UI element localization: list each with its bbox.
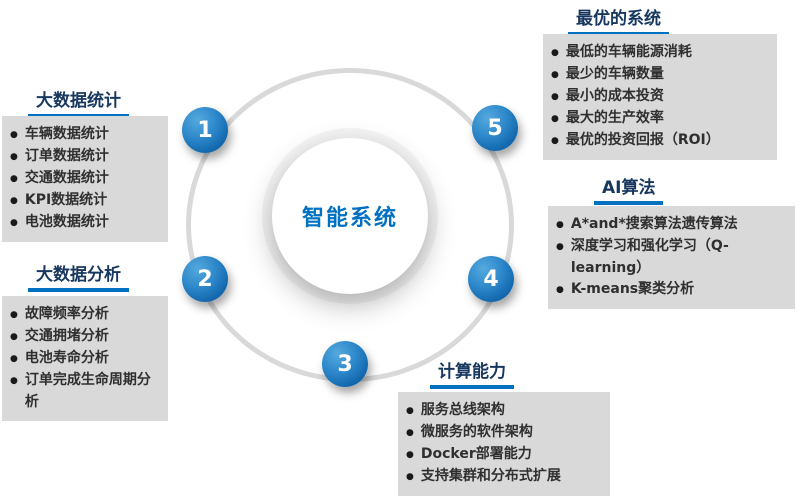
item-label: 服务总线架构 (420, 402, 505, 418)
section-list-big-data-analysis: ● 故障频率分析 ● 交通拥堵分析 ● 电池寿命分析 ● 订单完成生命周期分析 (2, 296, 168, 422)
section-title-ai-algorithms: AI算法 (594, 173, 664, 205)
item-label: 最小的成本投资 (565, 88, 664, 104)
list-item: ● K-means聚类分析 (556, 279, 787, 301)
list-item: ● 交通拥堵分析 (10, 326, 160, 348)
list-item: ● 最大的生产效率 (551, 108, 769, 130)
list-item: ● 最优的投资回报（ROI） (551, 130, 769, 152)
bullet-icon: ● (406, 428, 414, 438)
section-list-big-data-statistics: ● 车辆数据统计 ● 订单数据统计 ● 交通数据统计 ● KPI数据统计 ● 电池数据统计 (2, 116, 168, 242)
step-circle-5: 5 (472, 105, 518, 151)
section-title-optimal-system: 最优的系统 (568, 4, 669, 36)
bullet-icon: ● (10, 130, 18, 140)
list-item: ● 最小的成本投资 (551, 86, 769, 108)
list-item: ● 深度学习和强化学习（Q-learning） (556, 236, 787, 279)
item-label: 电池数据统计 (24, 214, 109, 230)
item-label: 交通拥堵分析 (24, 328, 109, 344)
section-title-computing-power: 计算能力 (430, 357, 514, 389)
bullet-icon: ● (551, 48, 559, 58)
bullet-icon: ● (551, 114, 559, 124)
step-number-1: 1 (197, 117, 213, 143)
list-item: ● A*and*搜索算法遗传算法 (556, 214, 787, 236)
step-number-2: 2 (197, 266, 213, 292)
bullet-icon: ● (406, 450, 414, 460)
list-item: ● Docker部署能力 (406, 444, 602, 466)
bullet-icon: ● (406, 406, 414, 416)
item-label: 支持集群和分布式扩展 (420, 468, 561, 484)
list-item: ● 最低的车辆能源消耗 (551, 42, 769, 64)
bullet-icon: ● (551, 92, 559, 102)
item-label: 电池寿命分析 (24, 350, 109, 366)
item-label: Docker部署能力 (420, 446, 532, 462)
step-circle-4: 4 (468, 256, 514, 302)
bullet-icon: ● (10, 310, 18, 320)
list-item: ● 交通数据统计 (10, 168, 160, 190)
section-title-big-data-analysis: 大数据分析 (28, 260, 129, 292)
item-label: 车辆数据统计 (24, 126, 109, 142)
item-label: 微服务的软件架构 (420, 424, 533, 440)
item-label: 交通数据统计 (24, 170, 109, 186)
list-item: ● 电池寿命分析 (10, 348, 160, 370)
item-label: 订单完成生命周期分析 (24, 372, 151, 410)
list-item: ● 微服务的软件架构 (406, 422, 602, 444)
list-item: ● 电池数据统计 (10, 212, 160, 234)
bullet-icon: ● (10, 376, 18, 386)
section-list-ai-algorithms: ● A*and*搜索算法遗传算法 ● 深度学习和强化学习（Q-learning） ● K-… (548, 206, 795, 310)
step-number-3: 3 (337, 351, 353, 377)
bullet-icon: ● (551, 136, 559, 146)
item-label: KPI数据统计 (24, 192, 108, 208)
list-item: ● 最少的车辆数量 (551, 64, 769, 86)
item-label: 订单数据统计 (24, 148, 109, 164)
step-circle-2: 2 (182, 256, 228, 302)
step-circle-1: 1 (182, 107, 228, 153)
item-label: 最大的生产效率 (565, 110, 664, 126)
item-label: K-means聚类分析 (570, 281, 695, 298)
section-list-optimal-system: ● 最低的车辆能源消耗 ● 最少的车辆数量 ● 最小的成本投资 ● 最大的生产效率 ● 最优的投资… (543, 34, 777, 160)
bullet-icon: ● (10, 332, 18, 342)
center-label: 智能系统 (301, 206, 398, 231)
bullet-icon: ● (406, 472, 414, 482)
bullet-icon: ● (556, 220, 564, 230)
step-number-4: 4 (483, 266, 499, 292)
list-item: ● 车辆数据统计 (10, 124, 160, 146)
bullet-icon: ● (556, 242, 564, 252)
section-title-big-data-statistics: 大数据统计 (28, 86, 129, 118)
list-item: ● 支持集群和分布式扩展 (406, 466, 602, 488)
item-label: 最低的车辆能源消耗 (565, 44, 692, 60)
list-item: ● 订单完成生命周期分析 (10, 370, 160, 413)
item-label: 最优的投资回报（ROI） (565, 132, 720, 148)
section-list-computing-power: ● 服务总线架构 ● 微服务的软件架构 ● Docker部署能力 ● 支持集群和分布式扩展 (398, 392, 610, 496)
bullet-icon: ● (10, 196, 18, 206)
bullet-icon: ● (10, 174, 18, 184)
item-label: 最少的车辆数量 (565, 66, 664, 82)
bullet-icon: ● (556, 285, 564, 296)
list-item: ● 故障频率分析 (10, 304, 160, 326)
item-label: 深度学习和强化学习（Q-learning） (570, 238, 729, 276)
bullet-icon: ● (551, 70, 559, 80)
item-label: 故障频率分析 (24, 306, 109, 322)
step-circle-3: 3 (322, 341, 368, 387)
center-node: 智能系统 (272, 138, 428, 294)
list-item: ● 服务总线架构 (406, 400, 602, 422)
item-label: A*and*搜索算法遗传算法 (570, 216, 738, 232)
bullet-icon: ● (10, 152, 18, 162)
list-item: ● 订单数据统计 (10, 146, 160, 168)
list-item: ● KPI数据统计 (10, 190, 160, 212)
bullet-icon: ● (10, 218, 18, 228)
bullet-icon: ● (10, 354, 18, 364)
step-number-5: 5 (487, 115, 503, 141)
